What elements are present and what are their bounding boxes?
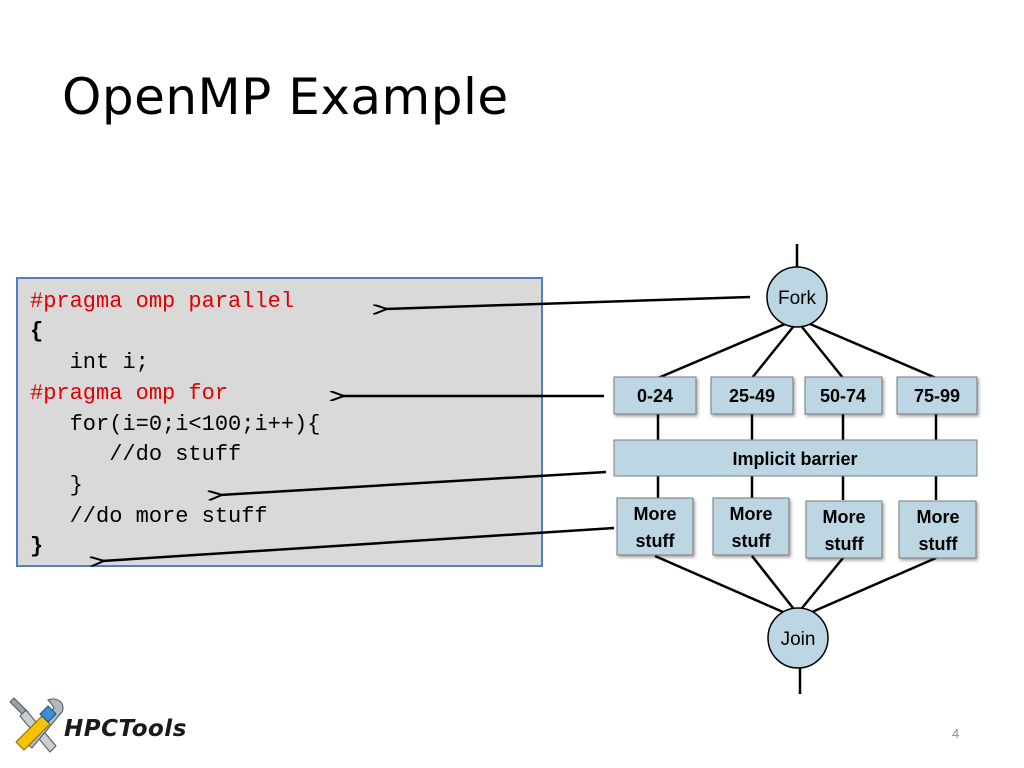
implicit-barrier-box: Implicit barrier xyxy=(613,439,978,477)
stuff-line1-4: More xyxy=(916,507,959,527)
code-line-int-decl: int i; xyxy=(30,350,149,375)
range-box-2: 25-49 xyxy=(710,376,794,415)
code-line-do-more-stuff: //do more stuff xyxy=(30,504,268,529)
code-line-for-loop: for(i=0;i<100;i++){ xyxy=(30,412,321,437)
arrow-fork-to-parallel xyxy=(385,295,751,309)
hpctools-logo-text: HPCTools xyxy=(64,716,187,742)
join-edge-3 xyxy=(801,557,844,609)
stuff-box-1: More stuff xyxy=(616,497,694,556)
stuff-line2-2: stuff xyxy=(732,531,772,551)
join-edge-1 xyxy=(654,554,784,614)
arrow-barrier-to-loop-end xyxy=(220,470,607,495)
stuff-line1-2: More xyxy=(729,504,772,524)
range-label-4: 75-99 xyxy=(914,386,960,406)
code-line-close-loop: } xyxy=(30,473,83,498)
stuff-line1-1: More xyxy=(633,504,676,524)
stuff-box-3: More stuff xyxy=(805,500,883,559)
hpctools-logo-icon xyxy=(9,697,64,753)
fork-edge-4 xyxy=(809,322,937,380)
stuff-line2-3: stuff xyxy=(825,534,865,554)
code-line-close-brace: } xyxy=(30,534,44,559)
code-line-pragma-for: #pragma omp for xyxy=(30,381,229,406)
fork-edge-2 xyxy=(751,326,794,379)
stuff-line2-4: stuff xyxy=(919,534,959,554)
range-label-1: 0-24 xyxy=(637,386,673,406)
stuff-line1-3: More xyxy=(822,507,865,527)
stuff-box-2: More stuff xyxy=(712,497,790,556)
stuff-box-4: More stuff xyxy=(898,500,977,559)
slide-title: OpenMP Example xyxy=(62,68,509,126)
range-box-1: 0-24 xyxy=(613,376,697,415)
stuff-line2-1: stuff xyxy=(636,531,676,551)
implicit-barrier-label: Implicit barrier xyxy=(732,449,857,469)
range-box-4: 75-99 xyxy=(896,376,978,415)
arrow-stuff-to-region-end xyxy=(102,526,615,561)
range-label-2: 25-49 xyxy=(729,386,775,406)
fork-label: Fork xyxy=(778,288,817,309)
join-edge-2 xyxy=(751,555,794,609)
fork-edge-3 xyxy=(801,326,844,379)
code-line-open-brace: { xyxy=(30,319,44,344)
fork-node: Fork xyxy=(766,266,828,328)
code-line-do-stuff: //do stuff xyxy=(30,442,242,467)
join-label: Join xyxy=(781,629,816,650)
slide-number: 4 xyxy=(952,726,960,741)
code-block: #pragma omp parallel { int i; #pragma om… xyxy=(16,277,543,567)
join-node: Join xyxy=(767,607,829,669)
code-line-pragma-parallel: #pragma omp parallel xyxy=(30,289,295,314)
join-edge-4 xyxy=(811,556,937,614)
fork-edge-1 xyxy=(657,322,786,380)
range-box-3: 50-74 xyxy=(804,376,883,415)
range-label-3: 50-74 xyxy=(820,386,866,406)
